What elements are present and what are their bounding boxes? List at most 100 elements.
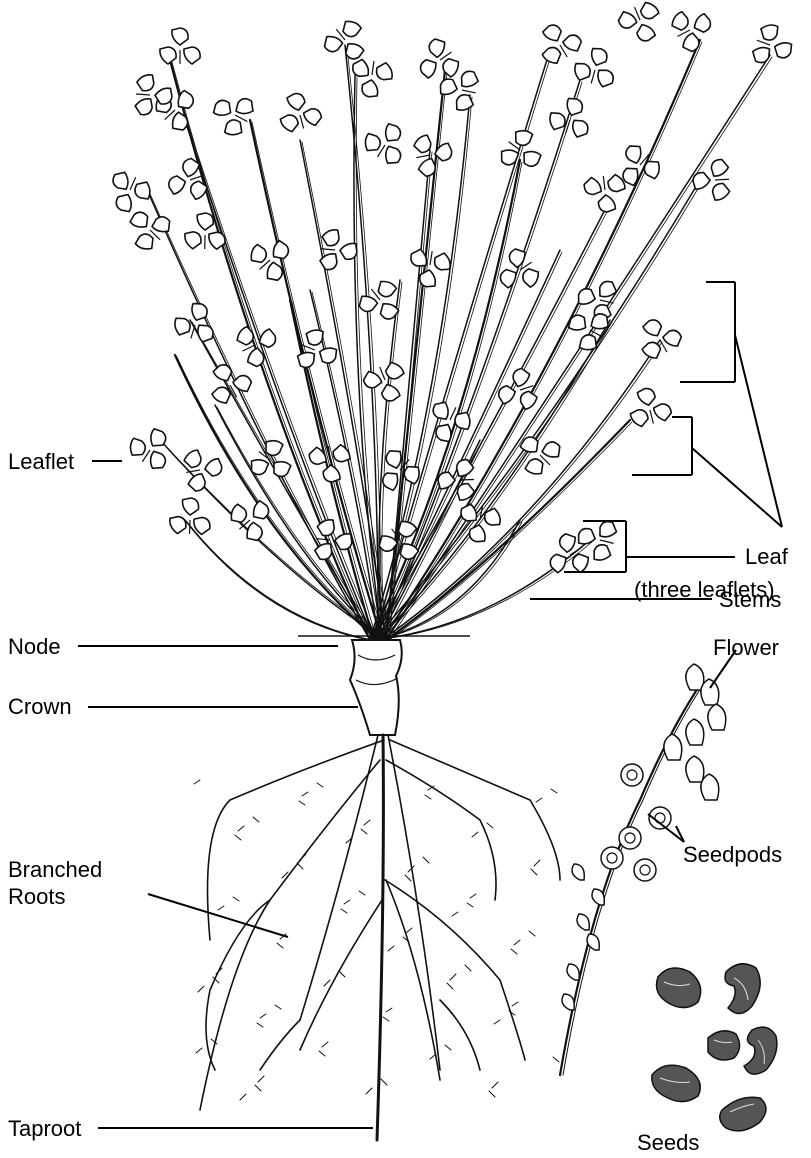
seeds-group [652, 964, 777, 1131]
leaflet-icon [598, 280, 618, 300]
leaflet-icon [160, 47, 176, 64]
leaflet-icon [280, 113, 300, 134]
leaflet-icon [455, 93, 475, 112]
flower-branch [560, 664, 726, 1075]
root-hair [494, 1020, 500, 1024]
leaflet-icon [511, 126, 534, 149]
leaflet-icon [520, 265, 543, 288]
root-hair [512, 1002, 518, 1006]
petiole-line [462, 90, 476, 93]
crown-shape [298, 636, 470, 735]
leaflet-icon [750, 44, 772, 65]
petiole-line [316, 539, 330, 540]
label-branched: Branched [8, 857, 102, 882]
leaf-cluster [407, 248, 452, 290]
leaflet-icon [261, 436, 284, 459]
leaf-cluster [361, 116, 414, 168]
root-hair [386, 1008, 392, 1012]
leaflet-icon [637, 387, 657, 407]
leaflet-icon [322, 464, 340, 483]
leaflet-icon [569, 118, 590, 139]
root-hair [344, 900, 350, 904]
petiole-line [416, 155, 430, 158]
root-hair [487, 823, 493, 828]
leaflet-icon [598, 520, 618, 540]
leaf-cluster [183, 446, 225, 492]
leaflet-icon [204, 458, 224, 477]
leaflet-icon [758, 21, 780, 42]
flower-bud-icon [686, 664, 704, 690]
leaflet-icon [589, 47, 609, 68]
seed [657, 968, 701, 1008]
leaflet-icon [182, 498, 199, 516]
leaflet-icon [187, 473, 207, 492]
leaflet-icon [321, 229, 339, 247]
label-flower: Flower [713, 635, 779, 660]
root-hair [277, 943, 283, 948]
leaflet-icon [511, 367, 532, 388]
leaflet-icon [197, 213, 213, 230]
root-hair [447, 983, 453, 989]
flower-bud-icon [562, 994, 574, 1010]
seedpod-icon [621, 764, 643, 786]
leaflet-icon [172, 316, 192, 337]
root-hair [235, 835, 241, 840]
leaflet-icon [772, 39, 794, 60]
root-hair [534, 860, 540, 866]
petiole-line [372, 61, 374, 75]
leaflet-icon [129, 209, 152, 232]
leaflet-icon [497, 145, 520, 168]
leaflet-icon [383, 359, 404, 381]
root-hair [514, 940, 520, 945]
leaf-cluster [583, 174, 627, 215]
leaf-cluster [531, 16, 584, 68]
root-hair [322, 1042, 328, 1047]
leaflet-icon [317, 344, 339, 365]
root-hair [425, 795, 431, 799]
root-hair [324, 980, 330, 986]
leaflet-icon [417, 56, 440, 79]
flower-bud-icon [686, 719, 704, 745]
root-hair [233, 897, 239, 901]
root-hair [366, 1088, 372, 1094]
leaflet-icon [185, 232, 201, 249]
root-line [377, 735, 383, 1140]
leaflet-icon [135, 98, 153, 115]
seed [708, 1031, 740, 1060]
leaflet-icon [212, 98, 235, 120]
root-line [300, 900, 382, 1050]
root-hair [381, 1079, 387, 1085]
leaflet-icon [638, 0, 660, 21]
root-hair [218, 906, 224, 910]
stem-line [386, 55, 770, 640]
stem-line [385, 342, 662, 640]
leaflet-icon [642, 317, 665, 340]
leaflet-icon [668, 11, 691, 33]
root-hair [260, 1014, 266, 1018]
leaflet-icon [381, 122, 404, 145]
leaf-cluster [625, 384, 673, 429]
leaflet-icon [564, 97, 585, 118]
root-hair [405, 875, 411, 881]
leaflet-icon [440, 55, 463, 78]
root-hair [450, 974, 456, 980]
label-roots: Roots [8, 884, 65, 909]
petiole-line [430, 251, 432, 265]
leaflet-icon [361, 79, 379, 98]
plant-leaflets [103, 0, 798, 584]
flower-bud-icon [708, 704, 726, 730]
leaflet-icon [519, 146, 542, 169]
root-line [260, 1020, 300, 1070]
leaf-cluster [234, 317, 284, 369]
root-hair [341, 909, 347, 913]
leaflet-icon [146, 450, 169, 473]
root-hair [196, 1048, 202, 1053]
root-hair [388, 946, 394, 951]
leaf-cluster [319, 229, 358, 272]
leaflet-icon [634, 21, 656, 43]
flower-bud-icon [686, 756, 704, 782]
leaflet-icon [172, 28, 188, 45]
leaf-cluster [497, 126, 550, 180]
petiole-line [520, 386, 533, 390]
leaflet-icon [426, 36, 449, 59]
